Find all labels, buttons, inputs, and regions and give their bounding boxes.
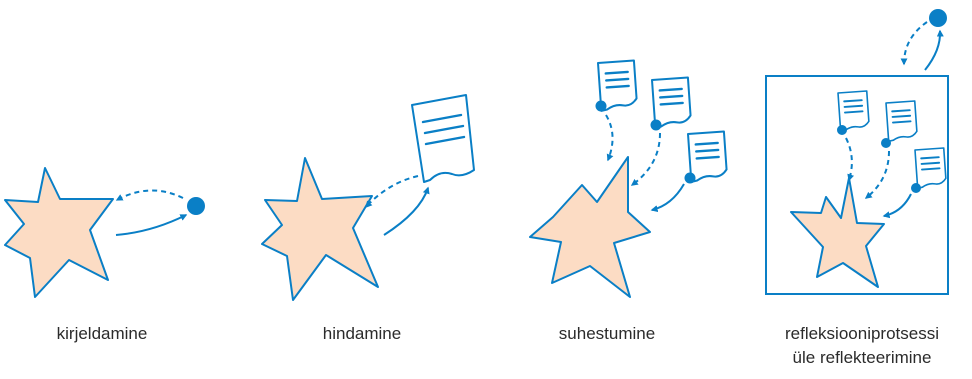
- caption-suhestumine: suhestumine: [558, 324, 656, 343]
- panel-kirjeldamine: [4, 167, 205, 298]
- star-shape: [261, 157, 379, 301]
- solid-forward-arrow: [383, 186, 430, 236]
- solid-up-arrow: [924, 29, 944, 71]
- dashed-arrow: [605, 114, 614, 162]
- dashed-return-arrow: [365, 175, 419, 209]
- dashed-arrow: [864, 150, 890, 199]
- dashed-down-arrow: [900, 21, 928, 66]
- solid-arrow: [882, 193, 912, 219]
- caption-meta-reflection-line2: üle reflekteerimine: [792, 348, 932, 367]
- document-icon: [885, 100, 919, 143]
- dashed-arrow: [630, 132, 661, 186]
- subject-dot: [837, 125, 847, 135]
- panel-meta-reflection: [765, 9, 949, 295]
- panel-hindamine: [261, 94, 475, 301]
- caption-hindamine: hindamine: [322, 324, 402, 343]
- star-shape: [4, 167, 114, 298]
- solid-arrow: [650, 183, 685, 213]
- frame-box: [765, 75, 949, 295]
- star-shape: [529, 156, 651, 298]
- document-icon: [914, 147, 948, 190]
- subject-dot: [650, 119, 662, 131]
- observer-dot: [929, 9, 947, 27]
- subject-dot: [595, 100, 607, 112]
- panel-suhestumine: [529, 59, 729, 298]
- caption-kirjeldamine: kirjeldamine: [56, 324, 148, 343]
- subject-dot: [187, 197, 205, 215]
- subject-dot: [911, 183, 921, 193]
- caption-meta-reflection-line1: refleksiooniprotsessi: [784, 324, 939, 343]
- dashed-arrow: [845, 137, 855, 182]
- solid-forward-arrow: [115, 214, 188, 236]
- subject-dot: [684, 172, 696, 184]
- document-icon: [411, 94, 475, 183]
- subject-dot: [881, 138, 891, 148]
- dashed-return-arrow: [115, 189, 184, 201]
